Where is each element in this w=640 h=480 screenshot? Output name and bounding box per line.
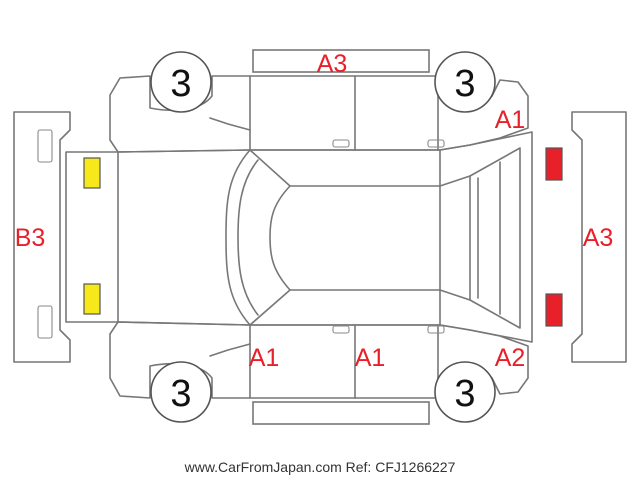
wheel-front-left: 3 — [434, 51, 496, 113]
side-view-lower — [109, 321, 529, 425]
wheel-rear-left: 3 — [150, 51, 212, 113]
wheel-rear-right: 3 — [150, 361, 212, 423]
front-light-marker-upper — [545, 147, 563, 181]
wheel-rear-left-score: 3 — [170, 63, 191, 105]
code-rear-bumper: B3 — [15, 224, 46, 252]
front-light-marker-lower — [545, 293, 563, 327]
car-body-top-view — [65, 131, 533, 343]
wheel-front-right-score: 3 — [454, 373, 475, 415]
footer-reference: www.CarFromJapan.com Ref: CFJ1266227 — [184, 459, 456, 475]
code-roof-top: A3 — [317, 50, 348, 78]
wheel-front-right: 3 — [434, 361, 496, 423]
code-front-bumper: A3 — [583, 224, 614, 252]
roof-panel-top — [252, 49, 430, 73]
wheel-rear-right-score: 3 — [170, 373, 191, 415]
rear-light-marker-upper — [83, 157, 101, 189]
sill-panel-bottom — [252, 401, 430, 425]
code-front-door-bottom: A1 — [355, 344, 386, 372]
rear-bumper — [13, 111, 71, 363]
rear-light-marker-lower — [83, 283, 101, 315]
code-front-top-corner: A1 — [495, 106, 526, 134]
code-rear-door-bottom: A1 — [249, 344, 280, 372]
code-front-bottom-corner: A2 — [495, 344, 526, 372]
front-bumper — [571, 111, 627, 363]
wheel-front-left-score: 3 — [454, 63, 475, 105]
